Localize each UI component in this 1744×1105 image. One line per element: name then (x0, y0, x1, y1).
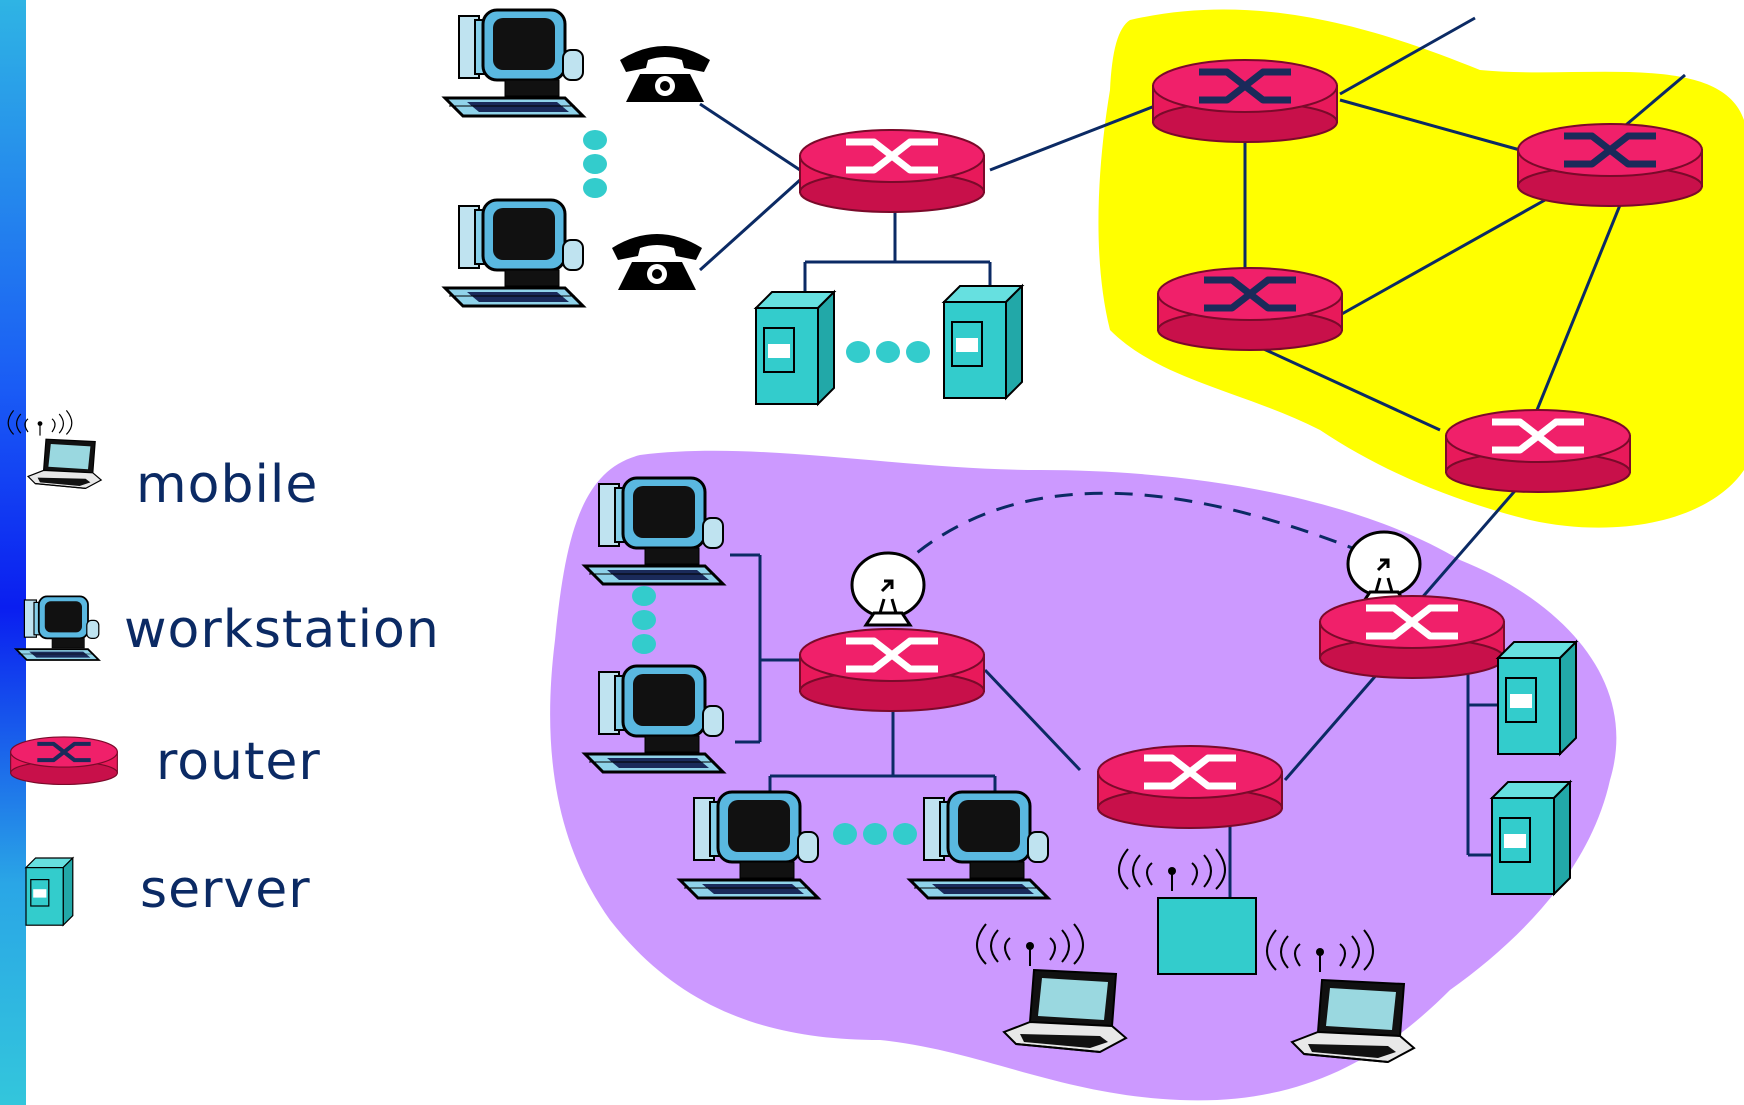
server-icon (943, 285, 1023, 399)
legend-workstation-label: workstation (124, 600, 440, 660)
router-icon (1517, 123, 1703, 207)
legend-router-label: router (156, 732, 321, 792)
server-icon (1491, 781, 1571, 895)
router-icon (1319, 595, 1505, 679)
legend-router-icon (10, 736, 118, 786)
ellipsis-dots (846, 341, 930, 363)
legend-server-label: server (140, 860, 311, 920)
workstation-top-2 (443, 198, 585, 308)
ellipsis-dots (833, 823, 917, 845)
sidebar-accent-bar (0, 0, 26, 1105)
workstation-home-4 (908, 790, 1050, 900)
workstation-top-1 (443, 8, 585, 118)
workstation-home-1 (583, 476, 725, 586)
telephone-icon (620, 46, 710, 102)
telephone-icon (612, 234, 702, 290)
satellite-link (893, 491, 1371, 574)
workstation-home-3 (678, 790, 820, 900)
legend-workstation-icon (15, 595, 100, 661)
server-icon (755, 291, 835, 405)
ellipsis-dots (583, 130, 607, 198)
router-icon (799, 129, 985, 213)
wireless-access-point-icon (1118, 848, 1257, 975)
workstation-home-2 (583, 664, 725, 774)
router-icon (1445, 409, 1631, 493)
server-icon (1497, 641, 1577, 755)
legend-server-icon (25, 857, 74, 926)
router-icon (1157, 267, 1343, 351)
router-icon (1097, 745, 1283, 829)
router-icon (1152, 59, 1338, 143)
network-links (698, 16, 1686, 898)
ellipsis-dots (632, 586, 656, 654)
legend-mobile-icon (7, 409, 102, 489)
router-icon (799, 628, 985, 712)
legend-mobile-label: mobile (136, 455, 319, 515)
